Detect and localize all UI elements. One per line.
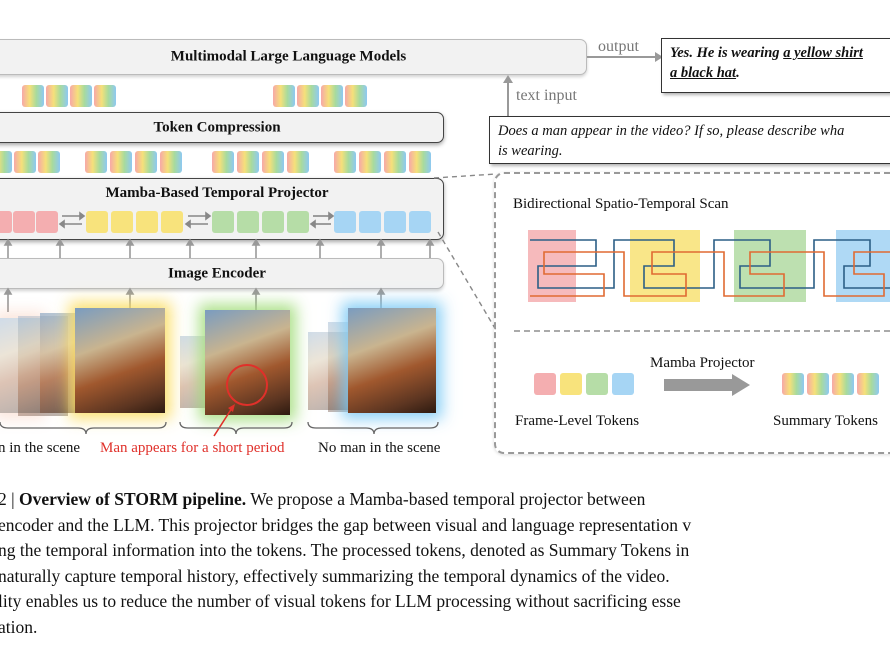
caption-line-1-rest: We propose a Mamba-based temporal projec… [246, 489, 646, 509]
summary-token-small [857, 373, 879, 395]
answer-box: Yes. He is wearing a yellow shirt a blac… [661, 38, 890, 93]
summary-token [273, 85, 295, 107]
summary-token [85, 151, 107, 173]
frame-level-token [612, 373, 634, 395]
scan-title: Bidirectional Spatio-Temporal Scan [513, 196, 729, 212]
caption-line-6: ation. [0, 616, 38, 637]
summary-token [384, 151, 406, 173]
answer-shirt: a yellow shirt [783, 45, 863, 61]
frame-token-green [262, 211, 284, 233]
summary-token [287, 151, 309, 173]
red-arrow [213, 404, 235, 437]
scene-label-2: Man appears for a short period [100, 440, 285, 456]
caption-title: Overview of STORM pipeline. [19, 489, 247, 509]
frame-level-token [560, 373, 582, 395]
encoder-input-arrows [3, 287, 386, 312]
frame-level-tokens-label: Frame-Level Tokens [515, 413, 640, 429]
answer-suffix: . [736, 65, 740, 81]
frame-token-red [0, 211, 12, 233]
caption-line-4: naturally capture temporal history, effe… [0, 565, 670, 586]
summary-token [0, 151, 12, 173]
highlight-circle [226, 364, 268, 406]
caption-line-1: 2 | Overview of STORM pipeline. We propo… [0, 487, 890, 513]
video-frame [308, 332, 348, 410]
question-line-2: is wearing. [498, 143, 563, 159]
summary-token [297, 85, 319, 107]
scan-grid [528, 230, 890, 302]
image-encoder-label: Image Encoder [168, 265, 266, 281]
summary-token-small [782, 373, 804, 395]
summary-token [38, 151, 60, 173]
answer-prefix: Yes. He is wearing [670, 45, 784, 61]
frame-token-green [212, 211, 234, 233]
caption-line-5: lity enables us to reduce the number of … [0, 591, 681, 611]
frame-token-green [237, 211, 259, 233]
summary-token [70, 85, 92, 107]
mllm-box: Multimodal Large Language Models [0, 39, 587, 75]
summary-token [212, 151, 234, 173]
video-frame [205, 310, 290, 415]
caption-line-2: encoder and the LLM. This projector brid… [0, 514, 692, 535]
frame-token-blue [409, 211, 431, 233]
summary-token [135, 151, 157, 173]
scan-panel [494, 172, 890, 454]
video-frame [0, 318, 40, 413]
layer-arrows [3, 238, 435, 258]
frame-token-red [13, 211, 35, 233]
summary-token [110, 151, 132, 173]
summary-token [14, 151, 36, 173]
summary-token [359, 151, 381, 173]
summary-token [160, 151, 182, 173]
text-input-arrow [503, 75, 513, 118]
frame-token-green [287, 211, 309, 233]
frame-token-yellow [161, 211, 183, 233]
summary-token [321, 85, 343, 107]
output-arrow [587, 52, 663, 62]
scene-label-1: n in the scene [0, 440, 81, 456]
mllm-label: Multimodal Large Language Models [170, 48, 407, 65]
summary-token [345, 85, 367, 107]
mamba-projector-small-label: Mamba Projector [650, 355, 755, 371]
image-encoder-box: Image Encoder [0, 258, 444, 289]
question-box: Does a man appear in the video? If so, p… [489, 116, 890, 164]
zoom-lines [433, 173, 497, 331]
summary-token [334, 151, 356, 173]
answer-hat: a black hat [670, 65, 737, 81]
summary-token [22, 85, 44, 107]
summary-token [237, 151, 259, 173]
frame-level-token [586, 373, 608, 395]
scene-label-3: No man in the scene [318, 440, 441, 456]
frame-token-yellow [136, 211, 158, 233]
caption-prefix: 2 | [0, 489, 20, 509]
bidirectional-arrows [58, 211, 335, 229]
mamba-projector-label: Mamba-Based Temporal Projector [105, 185, 329, 201]
frame-token-yellow [86, 211, 108, 233]
question-line-1: Does a man appear in the video? If so, p… [498, 123, 845, 139]
video-frame [348, 308, 436, 413]
frame-token-blue [334, 211, 356, 233]
frame-token-blue [384, 211, 406, 233]
summary-token [94, 85, 116, 107]
caption-line-3: ng the temporal information into the tok… [0, 540, 690, 560]
token-compression-box: Token Compression [0, 112, 444, 143]
frame-token-blue [359, 211, 381, 233]
video-frame [75, 308, 165, 413]
summary-tokens-label: Summary Tokens [773, 413, 878, 429]
projector-arrow [664, 374, 750, 396]
frame-level-token [534, 373, 556, 395]
panel-divider [514, 330, 890, 332]
summary-token-small [832, 373, 854, 395]
frame-token-red [36, 211, 58, 233]
summary-token [46, 85, 68, 107]
output-label: output [598, 38, 639, 55]
scene-braces [0, 421, 439, 435]
summary-token [409, 151, 431, 173]
summary-token [262, 151, 284, 173]
token-compression-label: Token Compression [153, 119, 281, 135]
frame-token-yellow [111, 211, 133, 233]
figure-caption: 2 | Overview of STORM pipeline. We propo… [0, 487, 890, 640]
text-input-label: text input [516, 87, 577, 104]
summary-token-small [807, 373, 829, 395]
